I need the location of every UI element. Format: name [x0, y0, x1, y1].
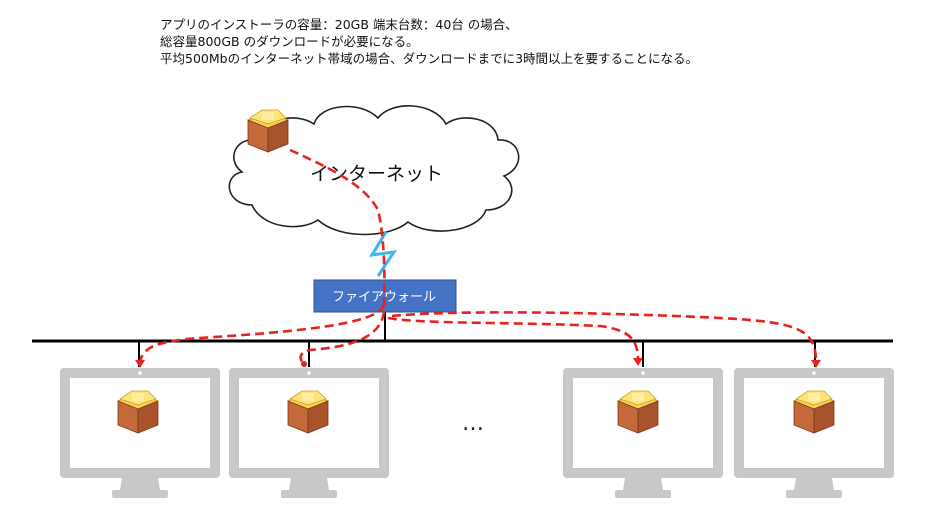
- path-cloud-to-firewall: [289, 148, 386, 306]
- terminal-4: [734, 368, 894, 498]
- path-to-terminal-1: [138, 304, 386, 364]
- terminal-2: [229, 368, 389, 498]
- cloud-package-icon: [247, 109, 289, 153]
- installer-package-icon: [617, 390, 659, 434]
- caption-line-1: アプリのインストーラの容量：20GB 端末台数：40台 の場合、: [160, 17, 518, 32]
- installer-package-icon: [117, 390, 159, 434]
- download-paths: [138, 148, 818, 365]
- arrowhead-3: [633, 358, 643, 366]
- arrowheads: [135, 358, 821, 368]
- terminal-3: [563, 368, 723, 498]
- caption: アプリのインストーラの容量：20GB 端末台数：40台 の場合、 総容量800G…: [160, 16, 920, 67]
- path-to-terminal-2: [299, 311, 386, 365]
- lightning-icon: [369, 231, 398, 277]
- arrowhead-1: [135, 360, 145, 368]
- caption-line-2: 総容量800GB のダウンロードが必要になる。: [160, 34, 419, 49]
- installer-package-icon: [793, 390, 835, 434]
- caption-line-3: 平均500Mbのインターネット帯域の場合、ダウンロードまでに3時間以上を要するこ…: [160, 51, 699, 66]
- path-to-terminal-3: [387, 316, 640, 361]
- ellipsis: …: [462, 411, 484, 436]
- arrowhead-4: [811, 360, 821, 368]
- terminal-1: [60, 368, 220, 498]
- monitor-icon: [563, 368, 723, 498]
- cloud-icon: [228, 105, 520, 236]
- installer-package-icon: [287, 390, 329, 434]
- monitor-icon: [60, 368, 220, 498]
- path-to-terminal-4: [391, 311, 818, 363]
- cloud-label: インターネット: [310, 163, 443, 185]
- arrowhead-2: [301, 361, 307, 367]
